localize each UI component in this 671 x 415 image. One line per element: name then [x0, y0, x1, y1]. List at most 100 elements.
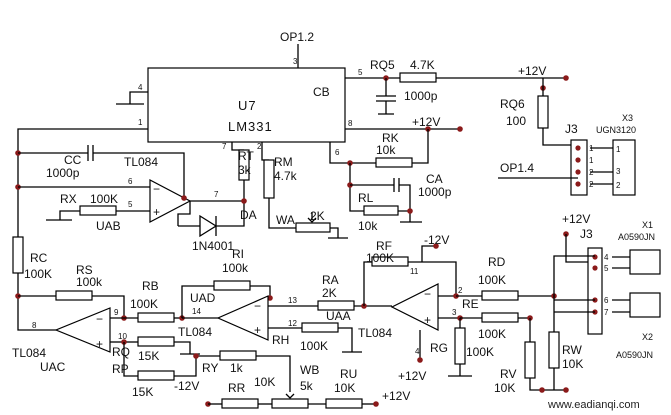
watermark: www.eadianqi.com	[547, 399, 640, 411]
junction-dot	[407, 208, 413, 214]
rh-ref: RH	[272, 333, 289, 347]
rf-value: 100K	[366, 251, 394, 265]
resistor-rg	[454, 327, 466, 365]
capacitor-ca	[350, 178, 411, 211]
rw-ref: RW	[562, 343, 582, 357]
pin-number: 4	[138, 83, 143, 92]
wire	[553, 255, 595, 313]
rt-value: 3k	[238, 163, 252, 177]
capacitor-cc	[18, 145, 185, 198]
ri-value: 100k	[222, 261, 249, 275]
wiper-arrow	[307, 212, 317, 223]
connector-j3-hall[interactable]	[570, 139, 588, 196]
supply-terminal	[433, 243, 439, 249]
pin-number: 7	[604, 308, 609, 317]
wire	[17, 128, 148, 237]
rk-ref: RK	[382, 131, 399, 145]
re-value: 100K	[478, 327, 506, 341]
supply-label: -12V	[424, 233, 449, 247]
pin-number: 4	[415, 347, 420, 356]
minus-sign: −	[424, 287, 431, 301]
supply-terminal	[457, 126, 463, 132]
opamp-part: TL084	[358, 326, 392, 340]
ru-value: 10K	[334, 381, 355, 395]
supply-terminal	[417, 357, 423, 363]
ground-symbol	[46, 210, 80, 221]
sensor-tag: X2	[642, 332, 653, 342]
connector-j3b-ref: J3	[580, 227, 593, 241]
rp-value: 15K	[132, 385, 153, 399]
resistor-rq	[137, 336, 175, 347]
wire	[412, 129, 429, 164]
pin-number: 7	[214, 190, 219, 199]
supply-terminal	[563, 75, 569, 81]
wire	[590, 147, 613, 185]
lm331-chip	[147, 67, 346, 143]
rm-ref: RM	[274, 155, 293, 169]
rx-ref: RX	[60, 192, 77, 206]
wire	[349, 163, 364, 212]
wire	[92, 295, 125, 318]
connector-pin	[592, 254, 598, 260]
resistor-rd	[481, 290, 519, 301]
wiper-arrow	[285, 393, 295, 399]
connector-pin	[575, 169, 581, 175]
diode-ref: DA	[240, 208, 257, 222]
pin-number: 1	[589, 156, 594, 165]
chip-designator: U7	[238, 98, 257, 113]
connector-pin	[575, 181, 581, 187]
re-ref-top: RE	[462, 297, 479, 311]
junction-dot	[539, 387, 545, 393]
wire	[123, 342, 138, 377]
rk-value: 10k	[376, 143, 396, 157]
diode-part: 1N4001	[192, 239, 234, 253]
pin-number: 5	[128, 200, 133, 209]
capacitor-c1000p	[376, 78, 396, 115]
rx-value: 100K	[90, 192, 118, 206]
potentiometer-wa[interactable]	[295, 222, 331, 233]
sensor-code: A0590JN	[616, 350, 653, 360]
supply-label: +12V	[518, 64, 546, 78]
pin-number: 5	[604, 264, 609, 273]
rl-value: 10k	[358, 219, 378, 233]
resistor-rq6	[537, 95, 549, 129]
rf-ref: RF	[376, 239, 392, 253]
supply-label: -12V	[174, 379, 199, 393]
resistor-rr	[221, 398, 259, 409]
wire	[174, 355, 220, 377]
chip-part-number: LM331	[228, 119, 273, 134]
plus-sign: +	[153, 205, 160, 219]
wa-ref: WA	[276, 213, 295, 227]
rv-ref: RV	[500, 367, 516, 381]
opamp-uac-label: UAC	[40, 360, 66, 374]
resistor-ri	[213, 280, 251, 291]
rt-ref: RT	[238, 149, 254, 163]
wire	[421, 245, 436, 262]
junction-dot	[193, 353, 199, 359]
plus-sign: +	[96, 337, 103, 351]
resistor-rc	[12, 236, 24, 274]
connector-pin	[592, 265, 598, 271]
potentiometer-wb[interactable]	[271, 398, 309, 409]
plus-sign: +	[254, 323, 261, 337]
wire	[408, 261, 457, 296]
wire	[268, 198, 296, 229]
resistor-ru	[325, 398, 363, 409]
ground-symbol	[328, 227, 348, 239]
rp-ref: RP	[112, 362, 129, 376]
net-op12-label: OP1.2	[280, 30, 314, 44]
connector-j3-sensors[interactable]	[587, 247, 603, 335]
resistor-rk	[375, 157, 413, 168]
connector-pin	[575, 145, 581, 151]
resistor-rh	[301, 322, 339, 333]
pin-number: 10	[118, 332, 127, 341]
pin-number: 3	[616, 167, 621, 176]
ground-symbol	[448, 364, 472, 377]
pin-number: 12	[288, 319, 297, 328]
resistor-ry	[219, 350, 257, 361]
pin-number: 2	[458, 286, 463, 295]
rb-ref: RB	[142, 279, 159, 293]
ry-value: 1k	[230, 361, 244, 375]
connector-pin	[575, 157, 581, 163]
ra-value: 2K	[322, 286, 337, 300]
